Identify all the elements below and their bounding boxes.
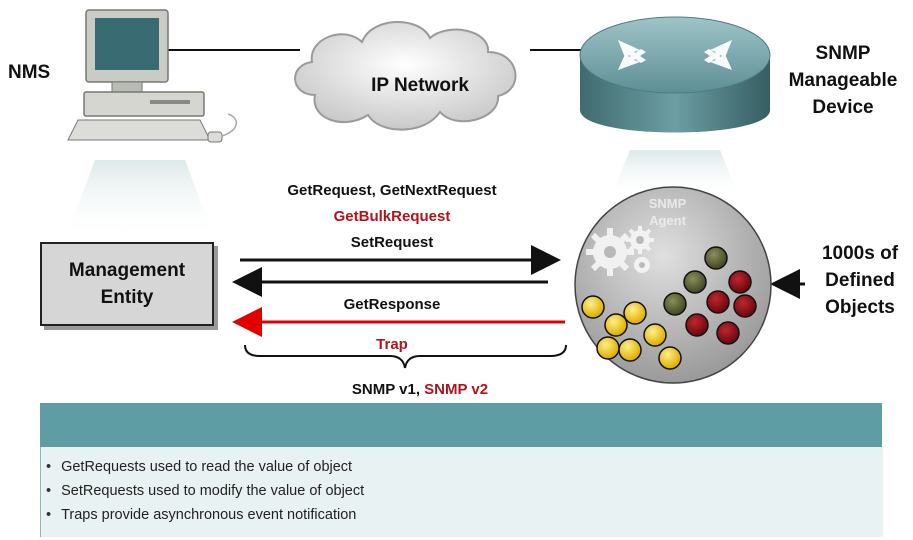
snmp-versions-label: SNMP v1, SNMP v2 <box>270 381 570 398</box>
cloud-icon <box>294 21 517 131</box>
defined-objects-line-3: Objects <box>825 297 895 318</box>
computer-icon <box>67 9 237 143</box>
snmp-agent-label: SNMP Agent <box>600 195 735 229</box>
defined-objects-label: 1000s of Defined Objects <box>810 240 910 321</box>
nms-label: NMS <box>8 62 51 83</box>
set-request-label: SetRequest <box>350 234 434 251</box>
bullet-list: GetRequests used to read the value of ob… <box>46 455 364 527</box>
snmp-device-line-3: Device <box>812 97 874 118</box>
get-requests-label: GetRequest, GetNextRequest <box>287 182 497 199</box>
router-beam <box>610 150 740 200</box>
agent-line-1: SNMP <box>648 196 687 211</box>
ip-network-label: IP Network <box>371 75 469 96</box>
version-brace <box>244 344 567 369</box>
trap-label: Trap <box>376 336 408 353</box>
snmp-v1-label: SNMP v1, <box>351 381 425 398</box>
bullet-item: GetRequests used to read the value of ob… <box>46 455 364 479</box>
get-response-label: GetResponse <box>343 296 441 313</box>
info-panel-header <box>40 403 882 447</box>
snmp-v2-label: SNMP v2 <box>424 381 489 398</box>
defined-objects <box>581 246 757 370</box>
snmp-device-label: SNMP Manageable Device <box>780 40 906 121</box>
bullet-item: Traps provide asynchronous event notific… <box>46 503 364 527</box>
info-panel: GetRequests used to read the value of ob… <box>40 403 883 537</box>
management-entity-box: Management Entity <box>40 242 214 326</box>
snmp-device-line-2: Manageable <box>788 70 898 91</box>
agent-line-2: Agent <box>649 213 686 228</box>
get-bulk-label: GetBulkRequest <box>333 208 451 225</box>
management-entity-line-1: Management <box>68 260 186 281</box>
gear-icon <box>586 226 654 276</box>
router-icon <box>579 16 771 133</box>
bullet-item: SetRequests used to modify the value of … <box>46 479 364 503</box>
snmp-device-line-1: SNMP <box>815 43 871 64</box>
defined-objects-line-2: Defined <box>825 270 895 291</box>
nms-beam <box>65 160 215 240</box>
management-entity-line-2: Entity <box>100 287 154 308</box>
defined-objects-line-1: 1000s of <box>821 243 899 264</box>
